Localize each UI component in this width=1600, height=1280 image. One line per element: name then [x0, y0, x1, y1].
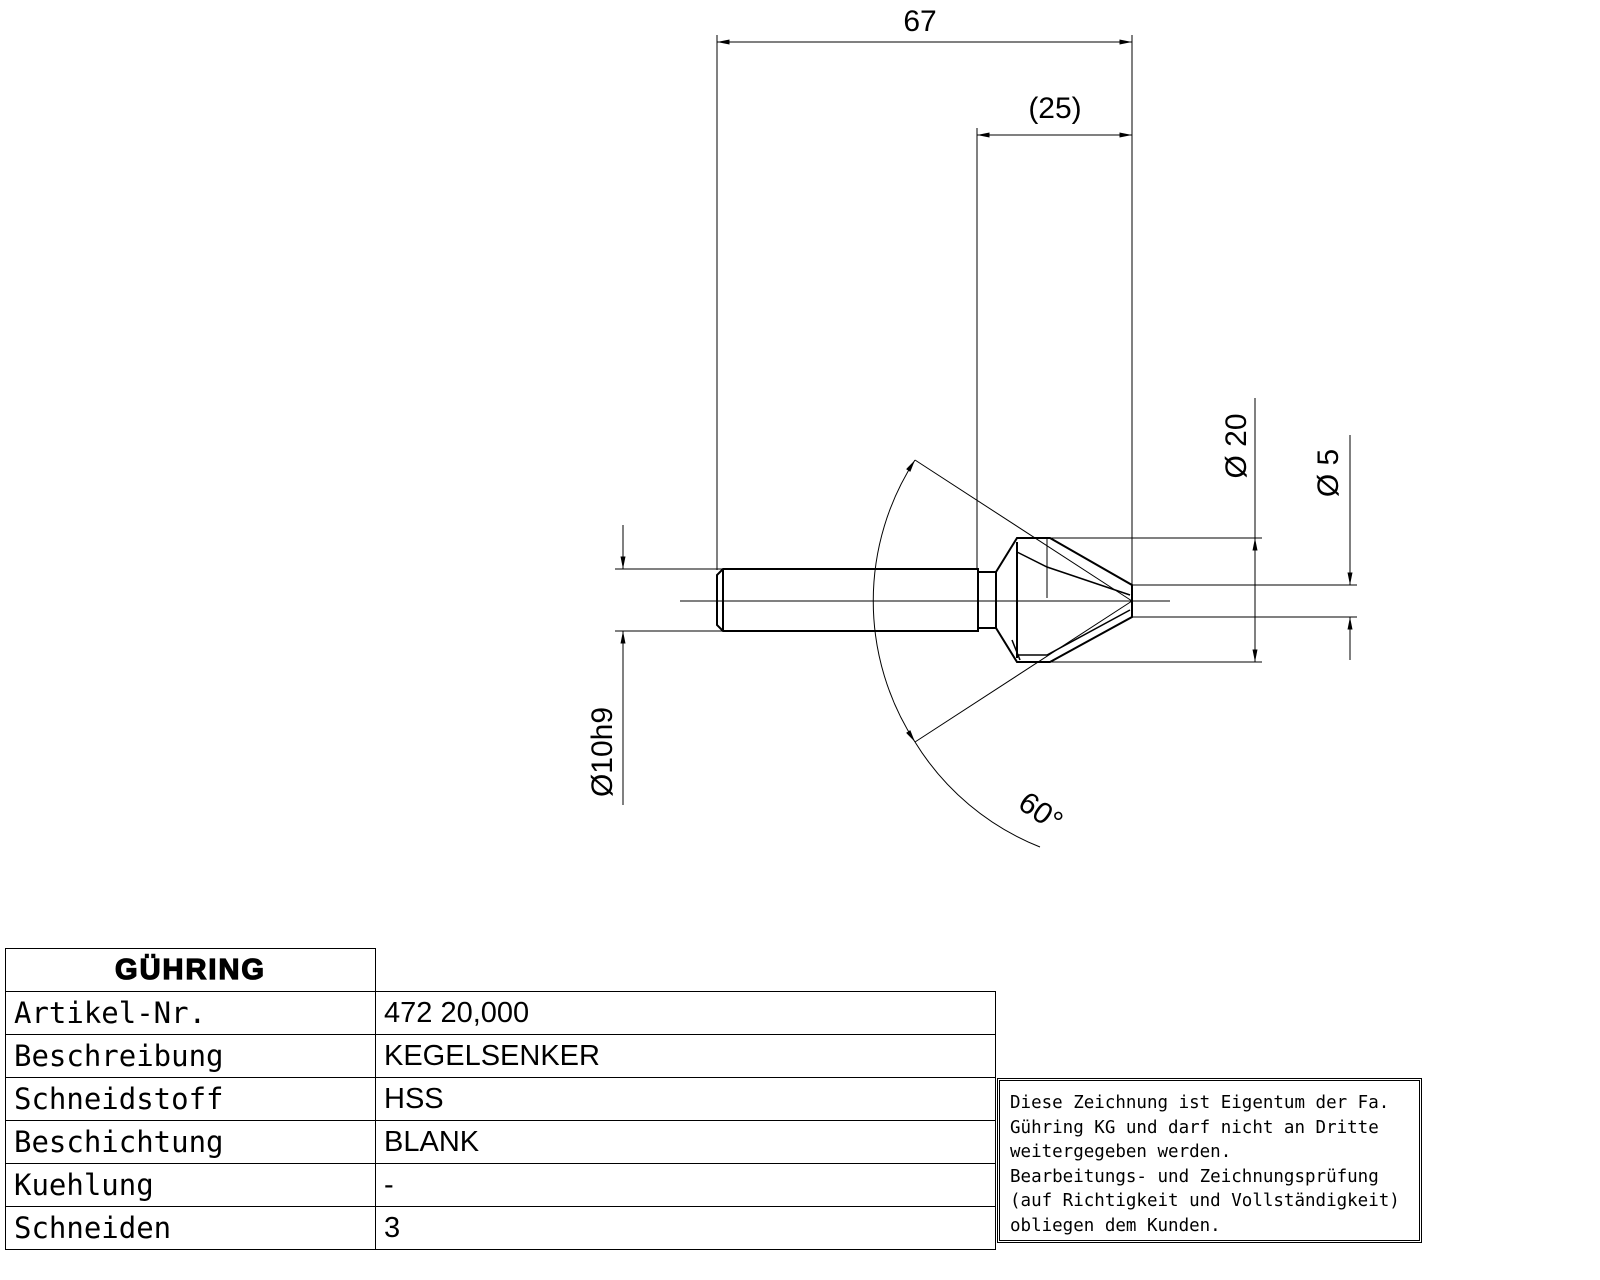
row-value: 3	[375, 1206, 996, 1250]
row-value: BLANK	[375, 1120, 996, 1164]
countersink-tool	[716, 537, 1133, 663]
row-label: Beschreibung	[5, 1034, 376, 1078]
dim-angle: 60°	[1012, 786, 1068, 839]
dim-head-diameter: Ø 20	[1220, 413, 1253, 478]
dim-tip-diameter: Ø 5	[1312, 449, 1345, 497]
dim-head-length: (25)	[1028, 92, 1081, 125]
dim-overall-length: 67	[903, 5, 936, 38]
row-label: Beschichtung	[5, 1120, 376, 1164]
table-row: Artikel-Nr.472 20,000	[5, 991, 996, 1035]
row-label: Kuehlung	[5, 1163, 376, 1207]
row-value: -	[375, 1163, 996, 1207]
extension-lines	[615, 35, 1357, 743]
row-label: Schneiden	[5, 1206, 376, 1250]
ownership-note: Diese Zeichnung ist Eigentum der Fa. Güh…	[997, 1078, 1422, 1243]
title-block: GÜHRING Artikel-Nr.472 20,000 Beschreibu…	[5, 948, 996, 1250]
dim-shank-diameter: Ø10h9	[586, 707, 619, 797]
table-row: Kuehlung-	[5, 1163, 996, 1207]
row-label: Schneidstoff	[5, 1077, 376, 1121]
guehring-logo: GÜHRING	[5, 948, 376, 992]
row-value: HSS	[375, 1077, 996, 1121]
row-value: KEGELSENKER	[375, 1034, 996, 1078]
row-label: Artikel-Nr.	[5, 991, 376, 1035]
row-value: 472 20,000	[375, 991, 996, 1035]
